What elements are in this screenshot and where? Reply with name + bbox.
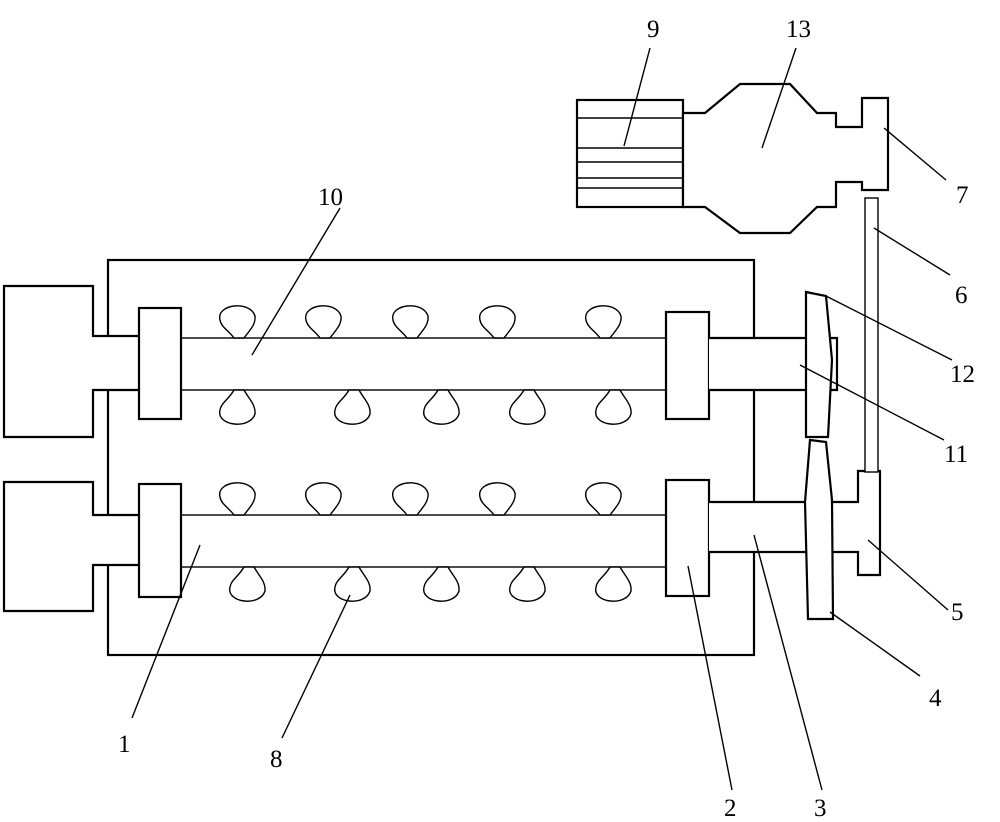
- label-10: 10: [318, 184, 343, 211]
- label-8: 8: [270, 746, 283, 773]
- motor: [577, 100, 683, 207]
- label-4: 4: [929, 685, 942, 712]
- lower-shaft: [181, 515, 666, 567]
- label-1: 1: [118, 731, 131, 758]
- label-9: 9: [647, 16, 660, 43]
- label-13: 13: [786, 16, 811, 43]
- label-12: 12: [950, 361, 975, 388]
- label-5: 5: [951, 599, 964, 626]
- label-7: 7: [956, 182, 969, 209]
- lower-right-hub: [666, 480, 709, 596]
- lower-left-hub: [139, 484, 181, 597]
- motor-body: [577, 100, 683, 207]
- label-6: 6: [955, 282, 968, 309]
- upper-shaft: [181, 338, 666, 390]
- drive-belt: [865, 198, 878, 472]
- gear-reducer: [683, 84, 888, 233]
- upper-right-hub: [666, 312, 709, 419]
- label-3: 3: [814, 795, 827, 822]
- label-11: 11: [944, 441, 968, 468]
- label-2: 2: [724, 795, 737, 822]
- lower-gear: [805, 440, 833, 619]
- upper-gear: [806, 292, 832, 437]
- upper-left-hub: [139, 308, 181, 419]
